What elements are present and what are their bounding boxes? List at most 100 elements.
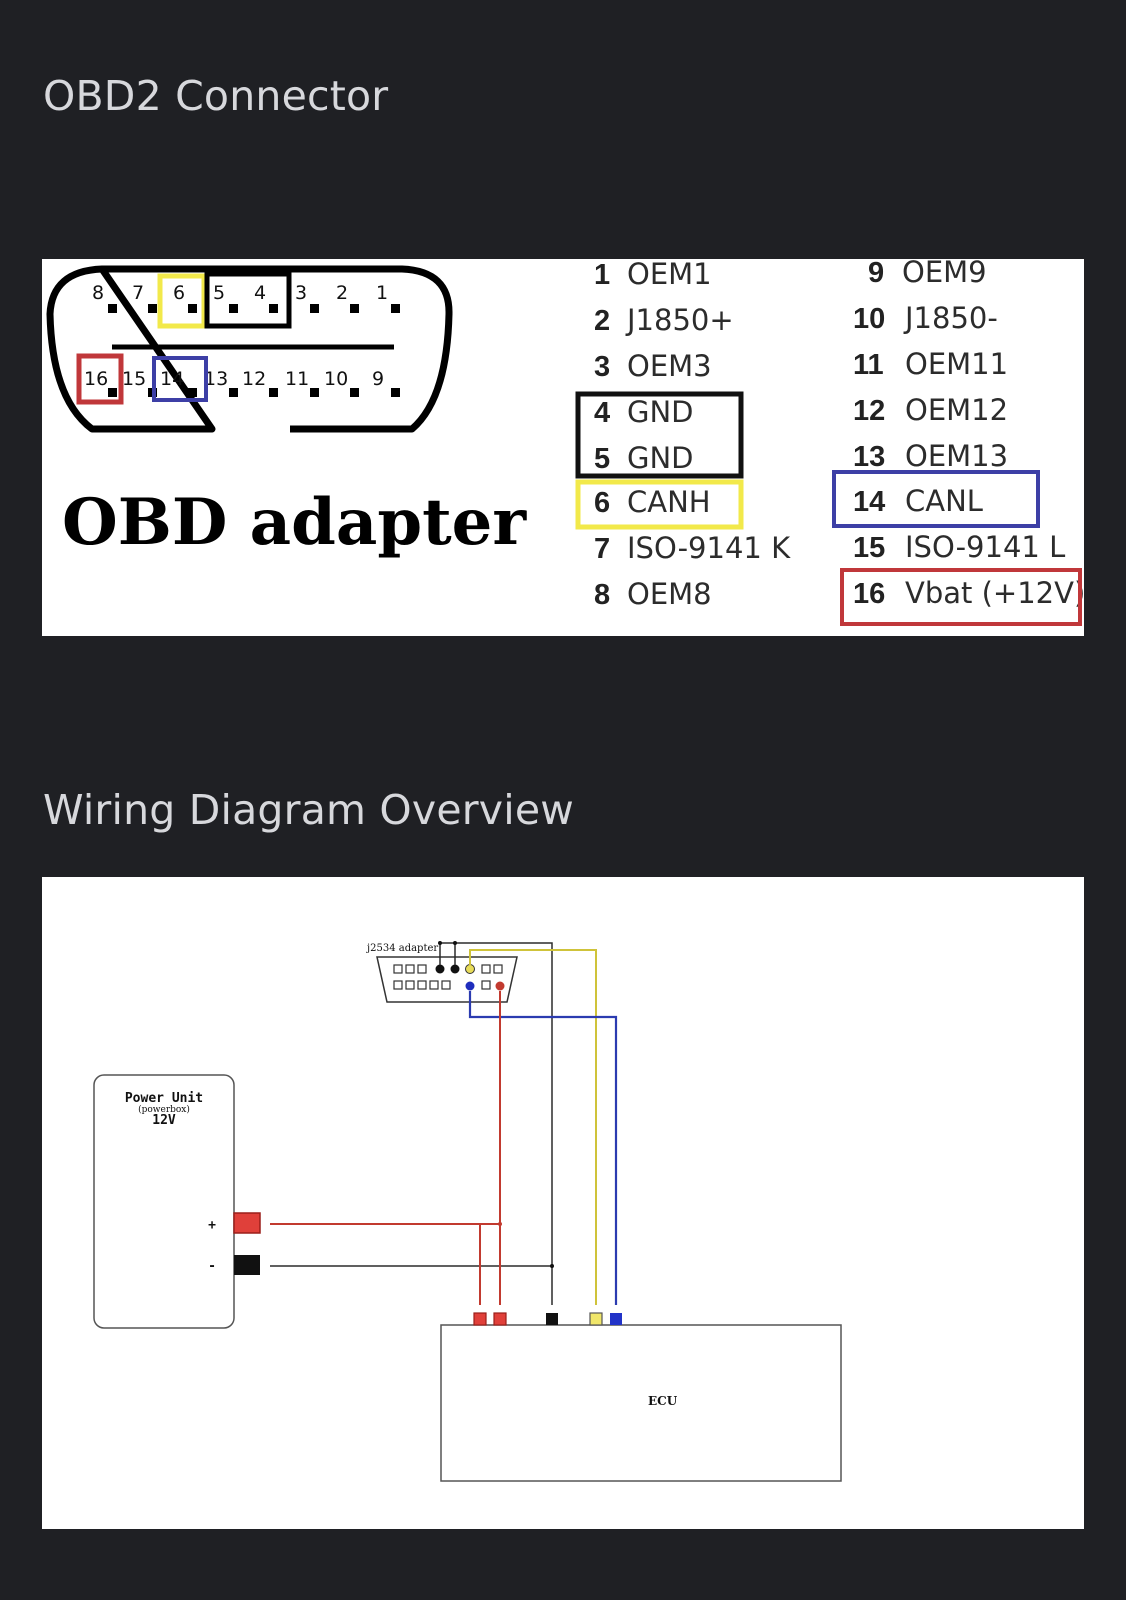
pin-name: J1850+: [625, 303, 734, 337]
bottom-pin-row: 16 15 14 13 12 11 10 9: [84, 368, 400, 397]
pin-label: 12: [242, 368, 266, 390]
wire-junction: [453, 941, 457, 945]
pin-dot-black: [435, 964, 445, 974]
pin-number: 4: [594, 397, 610, 429]
pin-number: 12: [853, 395, 885, 427]
pin-name: OEM9: [902, 259, 987, 289]
pin-number: 16: [853, 578, 885, 610]
pin-label: 9: [372, 368, 384, 390]
pin-number: 9: [868, 259, 884, 289]
power-unit-box: [93, 1074, 235, 1329]
pin-name: OEM8: [627, 577, 712, 611]
pin-contact: [350, 388, 359, 397]
power-unit-voltage: 12V: [152, 1113, 176, 1128]
pin-name: GND: [627, 441, 694, 475]
power-minus-label: -: [208, 1259, 216, 1274]
pin-name: ISO-9141 K: [627, 531, 791, 565]
obd-adapter-label: OBD adapter: [62, 485, 527, 560]
power-unit-title: Power Unit: [125, 1091, 203, 1106]
pin-name: OEM13: [905, 439, 1008, 473]
pin-contact: [148, 304, 157, 313]
ground-wires: [270, 942, 553, 1305]
pin-name: ISO-9141 L: [905, 530, 1065, 564]
pin-contact: [229, 388, 238, 397]
pin-number: 15: [853, 532, 885, 564]
pin-label: 5: [213, 282, 225, 304]
pinout-left-column: 1 OEM1 2 J1850+ 3 OEM3 4 GND 5 GND 6 CAN…: [594, 259, 791, 611]
pin-name: OEM11: [905, 347, 1008, 381]
pin-name: GND: [627, 395, 694, 429]
pin-number: 10: [853, 303, 885, 335]
pin-label: 3: [295, 282, 307, 304]
pinout-right-column: 9 OEM9 10 J1850- 11 OEM11 12 OEM12 13 OE…: [853, 259, 1084, 610]
pin-number: 11: [853, 349, 884, 381]
pin-label: 8: [92, 282, 104, 304]
pin-name: CANH: [627, 485, 711, 519]
wiring-diagram-image: j2534 adapter Power Unit (powerbox): [42, 877, 1084, 1529]
pin-16-highlight: [76, 353, 124, 405]
j2534-connector-pins: [393, 964, 503, 990]
power-minus-terminal: [234, 1255, 260, 1275]
power-unit-subtitle: (powerbox): [138, 1104, 190, 1115]
pin-number: 6: [594, 487, 610, 519]
pin-label: 7: [132, 282, 144, 304]
pin-dot-yellow: [465, 964, 475, 974]
pin-contact: [350, 304, 359, 313]
ecu-box: [440, 1324, 842, 1482]
pin-name: OEM3: [627, 349, 712, 383]
pin-number: 5: [594, 443, 610, 475]
pin-14-highlight: [152, 356, 208, 402]
pin-number: 1: [594, 259, 610, 291]
pin-label: 13: [204, 368, 228, 390]
pin-name: CANL: [905, 484, 983, 518]
pin-name: J1850-: [903, 301, 998, 335]
power-plus-wire: [270, 1223, 500, 1305]
pin-dot-black: [450, 964, 460, 974]
power-plus-terminal: [233, 1212, 261, 1234]
pin-contact: [391, 388, 400, 397]
pin-number: 7: [594, 533, 610, 565]
pin-label: 11: [285, 368, 309, 390]
pin-label: 6: [173, 282, 185, 304]
pin-dot-blue: [465, 981, 475, 991]
power-plus-label: +: [208, 1218, 216, 1233]
obd2-pinout-image: 8 7 6 5 4 3 2 1 16 15 14 13 12 11: [42, 259, 1084, 636]
wire-junction: [550, 1264, 554, 1268]
top-pin-row: 8 7 6 5 4 3 2 1: [92, 282, 400, 313]
pin-contact: [269, 304, 278, 313]
pin-contact: [108, 388, 117, 397]
pin-contact: [391, 304, 400, 313]
pin-label: 16: [84, 368, 108, 390]
pin-label: 10: [324, 368, 348, 390]
ecu-label: ECU: [648, 1394, 678, 1408]
section-title-wiring-diagram: Wiring Diagram Overview: [43, 786, 575, 834]
canl-highlight-box: [832, 470, 1040, 528]
pin-number: 2: [594, 305, 610, 337]
wire-junction: [498, 1222, 502, 1226]
pin-contact: [229, 304, 238, 313]
gnd-highlight-box: [575, 391, 744, 479]
pin-number: 8: [594, 579, 610, 611]
pin-label: 14: [160, 368, 184, 390]
section-title-obd2-connector: OBD2 Connector: [43, 72, 389, 120]
pin-name: OEM12: [905, 393, 1008, 427]
pin-contact: [188, 388, 197, 397]
pin-label: 15: [122, 368, 146, 390]
pin-4-5-highlight: [204, 271, 292, 329]
vbat-highlight-box: [840, 568, 1082, 626]
pin-label: 4: [254, 282, 266, 304]
connector-outline: [46, 265, 453, 433]
pin-dot-red: [495, 981, 505, 991]
pin-number: 3: [594, 351, 610, 383]
pin-contact: [310, 388, 319, 397]
pin-contact: [188, 304, 197, 313]
pin-label: 2: [336, 282, 348, 304]
pin-name: Vbat (+12V): [905, 576, 1084, 610]
pin-label: 1: [376, 282, 388, 304]
pin-contact: [108, 304, 117, 313]
j2534-connector-outline: [376, 956, 518, 1003]
wire-junction: [438, 941, 442, 945]
can-h-wire: [469, 949, 597, 1305]
j2534-adapter-label: j2534 adapter: [366, 943, 438, 954]
pin-contact: [310, 304, 319, 313]
